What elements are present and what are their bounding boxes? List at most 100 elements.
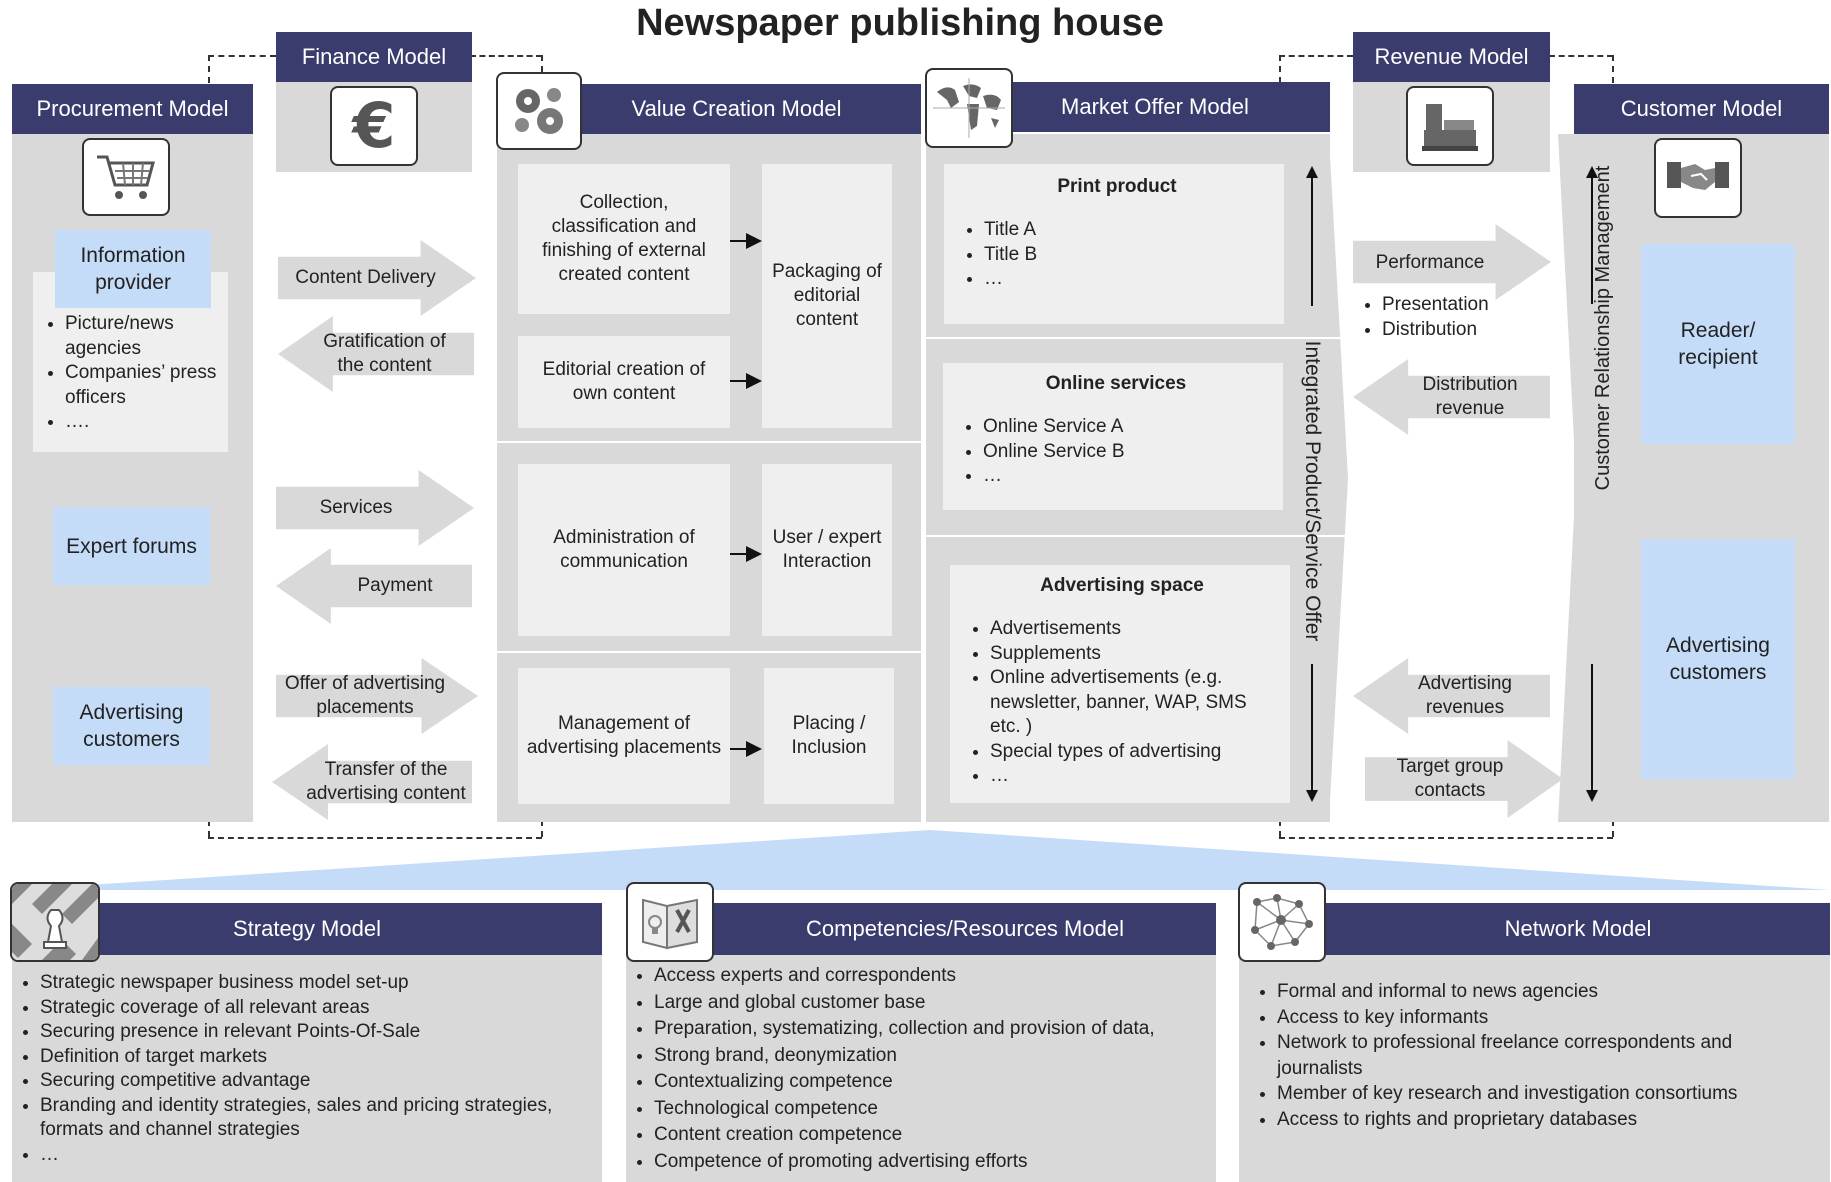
performance-items: Presentation Distribution <box>1358 293 1538 342</box>
online-services-box: Online services Online Service A Online … <box>943 363 1283 510</box>
content-delivery-label: Content Delivery <box>295 267 436 288</box>
lightbulb-tools-icon <box>626 882 714 962</box>
list-item: Special types of advertising <box>990 740 1278 765</box>
list-item: Network to professional freelance corres… <box>1277 1030 1816 1081</box>
list-item: Member of key research and investigation… <box>1277 1081 1816 1107</box>
list-item: Access to rights and proprietary databas… <box>1277 1107 1816 1133</box>
divider <box>497 441 921 443</box>
strategy-model-header: Strategy Model <box>12 903 602 955</box>
dashed-connector <box>541 820 543 837</box>
customer-advertising-customers-box: Advertising customers <box>1641 539 1795 779</box>
information-provider-box: Information provider <box>55 230 211 308</box>
list-item: Picture/news agencies <box>65 312 220 361</box>
value-flow-arrows <box>730 233 762 757</box>
dashed-connector <box>1612 55 1614 83</box>
packaging-box: Packaging of editorial content <box>762 164 892 428</box>
list-item: Access to key informants <box>1277 1005 1816 1031</box>
procurement-model-header: Procurement Model <box>12 84 253 134</box>
online-services-title: Online services <box>1045 373 1187 394</box>
list-item: Preparation, systematizing, collection a… <box>654 1016 1206 1043</box>
advertising-space-title: Advertising space <box>1040 575 1204 596</box>
print-product-items: Title A Title B … <box>960 218 1274 292</box>
competencies-items: Access experts and correspondents Large … <box>640 963 1206 1175</box>
competencies-model-header: Competencies/Resources Model <box>714 903 1216 955</box>
info-provider-items: Picture/news agencies Companies’ press o… <box>41 312 220 435</box>
list-item: Strategic newspaper business model set-u… <box>40 971 592 996</box>
list-item: Distribution <box>1382 318 1538 343</box>
dashed-connector <box>541 55 543 83</box>
divider <box>497 651 921 653</box>
advertising-space-box: Advertising space Advertisements Supplem… <box>950 565 1290 803</box>
world-map-icon <box>925 68 1013 148</box>
dashed-connector <box>1279 820 1281 837</box>
gears-icon <box>496 72 582 150</box>
distribution-revenue-label: Distribution revenue <box>1422 374 1518 419</box>
list-item: Title B <box>984 243 1274 268</box>
offer-advertising-label: Offer of advertising placements <box>284 673 446 718</box>
expert-forums-box: Expert forums <box>53 507 210 585</box>
network-items: Formal and informal to news agencies Acc… <box>1253 979 1816 1132</box>
advertising-space-items: Advertisements Supplements Online advert… <box>966 617 1278 789</box>
online-services-items: Online Service A Online Service B … <box>959 415 1273 489</box>
list-item: Strategic coverage of all relevant areas <box>40 996 592 1021</box>
transfer-advertising-label: Transfer of the advertising content <box>306 759 466 804</box>
strategy-panel: Strategic newspaper business model set-u… <box>12 955 602 1182</box>
performance-label: Performance <box>1375 252 1485 273</box>
list-item: Presentation <box>1382 293 1538 318</box>
dashed-connector <box>208 820 210 837</box>
list-item: Formal and informal to news agencies <box>1277 979 1816 1005</box>
list-item: …. <box>65 410 220 435</box>
print-product-title: Print product <box>1057 176 1177 197</box>
reader-recipient-box: Reader/ recipient <box>1641 244 1795 444</box>
list-item: Strong brand, deonymization <box>654 1043 1206 1070</box>
dashed-connector <box>1279 55 1353 57</box>
list-item: Content creation competence <box>654 1122 1206 1149</box>
management-advertising-box: Management of advertising placements <box>518 668 730 804</box>
list-item: … <box>40 1143 592 1168</box>
crm-arrow <box>1586 166 1598 802</box>
strategy-items: Strategic newspaper business model set-u… <box>26 971 592 1167</box>
list-item: Securing competitive advantage <box>40 1069 592 1094</box>
list-item: Title A <box>984 218 1274 243</box>
dashed-connector <box>1279 55 1281 83</box>
divider <box>926 337 1346 339</box>
competencies-panel: Access experts and correspondents Large … <box>626 955 1216 1182</box>
network-icon <box>1238 882 1326 962</box>
procurement-advertising-customers-box: Advertising customers <box>53 687 210 765</box>
revenue-model-header: Revenue Model <box>1353 32 1550 82</box>
handshake-icon <box>1654 138 1742 218</box>
list-item: Large and global customer base <box>654 990 1206 1017</box>
finance-model-header: Finance Model <box>276 32 472 82</box>
list-item: … <box>984 267 1274 292</box>
dashed-connector <box>1549 55 1613 57</box>
list-item: Online advertisements (e.g. newsletter, … <box>990 666 1278 740</box>
dashed-connector <box>1279 837 1613 839</box>
gratification-label: Gratification of the content <box>323 331 446 376</box>
dashed-connector <box>208 55 210 83</box>
list-item: Contextualizing competence <box>654 1069 1206 1096</box>
list-item: Competence of promoting advertising effo… <box>654 1149 1206 1176</box>
shopping-cart-icon <box>82 138 170 216</box>
list-item: Online Service B <box>983 440 1273 465</box>
dashed-connector <box>208 837 542 839</box>
user-interaction-box: User / expert Interaction <box>762 464 892 636</box>
page-title: Newspaper publishing house <box>636 2 1164 44</box>
target-group-label: Target group contacts <box>1396 756 1504 801</box>
administration-box: Administration of communication <box>518 464 730 636</box>
integrated-offer-arrow <box>1306 166 1318 802</box>
cash-register-icon <box>1406 86 1494 166</box>
advertising-revenues-label: Advertising revenues <box>1418 673 1512 718</box>
list-item: Securing presence in relevant Points-Of-… <box>40 1020 592 1045</box>
list-item: Online Service A <box>983 415 1273 440</box>
euro-icon: € <box>330 86 418 166</box>
network-panel: Formal and informal to news agencies Acc… <box>1239 955 1830 1182</box>
print-product-box: Print product Title A Title B … <box>944 164 1284 324</box>
collection-box: Collection, classification and finishing… <box>518 164 730 314</box>
divider <box>926 535 1346 537</box>
editorial-box: Editorial creation of own content <box>518 336 730 428</box>
list-item: Access experts and correspondents <box>654 963 1206 990</box>
dashed-connector <box>1612 820 1614 837</box>
list-item: Technological competence <box>654 1096 1206 1123</box>
list-item: … <box>990 764 1278 789</box>
market-offer-model-header: Market Offer Model <box>980 82 1330 132</box>
